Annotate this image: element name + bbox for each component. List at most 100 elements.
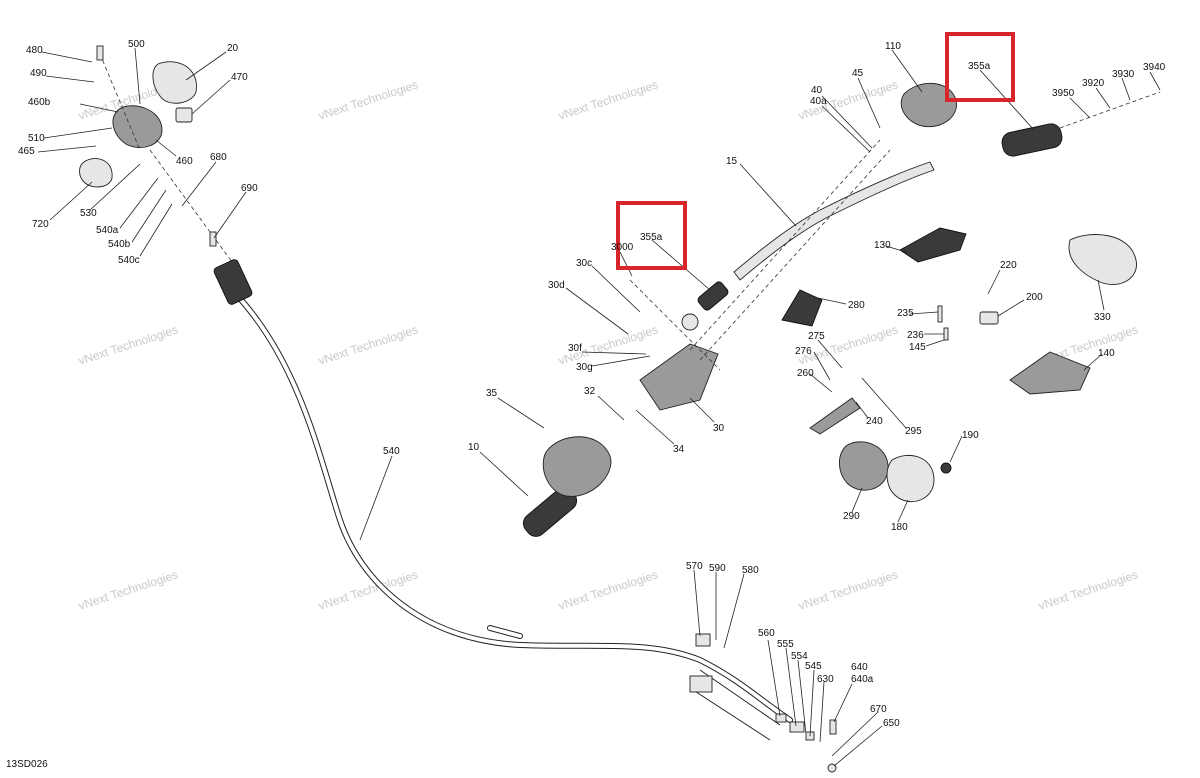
callout-260: 260	[797, 368, 814, 379]
callout-180: 180	[891, 522, 908, 533]
callout-220: 220	[1000, 260, 1017, 271]
switch	[979, 311, 999, 325]
right-side-parts	[781, 227, 1137, 502]
watermark: vNext Technologies	[317, 322, 420, 367]
ferrule	[775, 713, 787, 723]
callout-275: 275	[808, 331, 825, 342]
callout-510: 510	[28, 133, 45, 144]
highlight-boxes: 355a 355a	[616, 32, 1015, 270]
watermark-layer: vNext Technologies vNext Technologies vN…	[77, 77, 1140, 612]
brake-lever	[809, 397, 861, 435]
callout-40: 40	[811, 85, 823, 96]
highlight-label: 355a	[640, 232, 663, 243]
callout-540: 540	[383, 446, 400, 457]
callout-290: 290	[843, 511, 860, 522]
callout-630: 630	[817, 674, 834, 685]
callout-670: 670	[870, 704, 887, 715]
callout-554: 554	[791, 651, 808, 662]
watermark: vNext Technologies	[557, 567, 660, 612]
callout-280: 280	[848, 300, 865, 311]
switch-housing-upper	[899, 227, 967, 263]
callout-480: 480	[26, 45, 43, 56]
callout-240: 240	[866, 416, 883, 427]
throttle-housing-right	[900, 82, 957, 128]
heater-housing	[839, 441, 889, 491]
callout-490: 490	[30, 68, 47, 79]
handlebar-assembly	[522, 82, 1161, 537]
callout-720: 720	[32, 219, 49, 230]
callout-32: 32	[584, 386, 596, 397]
control-housing	[639, 343, 719, 411]
callout-690: 690	[241, 183, 258, 194]
screw	[209, 231, 217, 247]
cable-end-fitting	[213, 259, 253, 305]
callout-labels: 480 500 20 490 470 460b 510 465 460 720 …	[18, 39, 1166, 729]
callout-15: 15	[726, 156, 738, 167]
callout-236: 236	[907, 330, 924, 341]
handlebar	[733, 161, 935, 281]
watermark: vNext Technologies	[1037, 567, 1140, 612]
callout-530: 530	[80, 208, 97, 219]
callout-30g: 30g	[576, 362, 593, 373]
leader-lines	[37, 47, 1161, 767]
highlight-box-spring	[616, 201, 687, 270]
callout-40a: 40a	[810, 96, 827, 107]
callout-640a: 640a	[851, 674, 874, 685]
watermark: vNext Technologies	[797, 322, 900, 367]
callout-30f: 30f	[568, 343, 582, 354]
callout-20: 20	[227, 43, 239, 54]
callout-3940: 3940	[1143, 62, 1166, 73]
callout-10: 10	[468, 442, 480, 453]
callout-590: 590	[709, 563, 726, 574]
pin	[937, 305, 943, 323]
diagram-code: 13SD026	[6, 759, 48, 770]
callout-110: 110	[885, 41, 901, 52]
callout-140: 140	[1098, 348, 1115, 359]
housing-cover	[152, 61, 197, 104]
callout-680: 680	[210, 152, 227, 163]
callout-500: 500	[128, 39, 145, 50]
pin	[943, 327, 949, 341]
cap	[681, 313, 699, 331]
callout-3000: 3000	[611, 242, 634, 253]
cable-end-fittings	[775, 713, 837, 773]
hand-guard	[1068, 234, 1137, 285]
callout-34: 34	[673, 444, 685, 455]
nut	[940, 462, 952, 474]
callout-276: 276	[795, 346, 812, 357]
adjuster	[789, 721, 805, 733]
switch-housing-lower	[1009, 351, 1091, 395]
watermark: vNext Technologies	[77, 322, 180, 367]
callout-465: 465	[18, 146, 35, 157]
callout-30: 30	[713, 423, 725, 434]
throttle-housing	[112, 105, 163, 148]
screw	[96, 45, 104, 61]
highlight-label: 355a	[968, 61, 991, 72]
callout-35: 35	[486, 388, 498, 399]
callout-460b: 460b	[28, 97, 51, 108]
switch-lever	[781, 289, 823, 327]
callout-540b: 540b	[108, 239, 131, 250]
callout-30c: 30c	[576, 258, 592, 269]
connector	[175, 107, 193, 123]
callout-3950: 3950	[1052, 88, 1075, 99]
callout-570: 570	[686, 561, 703, 572]
throttle-cable-assembly	[213, 259, 793, 741]
grip	[1001, 123, 1063, 157]
callout-460: 460	[176, 156, 193, 167]
housing-cap	[79, 158, 113, 188]
callout-540c: 540c	[118, 255, 140, 266]
callout-555: 555	[777, 639, 794, 650]
throttle-housing-cluster	[79, 45, 233, 263]
bolt	[829, 719, 837, 735]
callout-545: 545	[805, 661, 822, 672]
cable-clip	[695, 633, 711, 647]
callout-45: 45	[852, 68, 864, 79]
switch-cover	[886, 454, 935, 502]
callout-3930: 3930	[1112, 69, 1135, 80]
spring	[697, 281, 729, 311]
callout-130: 130	[874, 240, 891, 251]
cable-bracket	[689, 675, 713, 693]
callout-540a: 540a	[96, 225, 119, 236]
